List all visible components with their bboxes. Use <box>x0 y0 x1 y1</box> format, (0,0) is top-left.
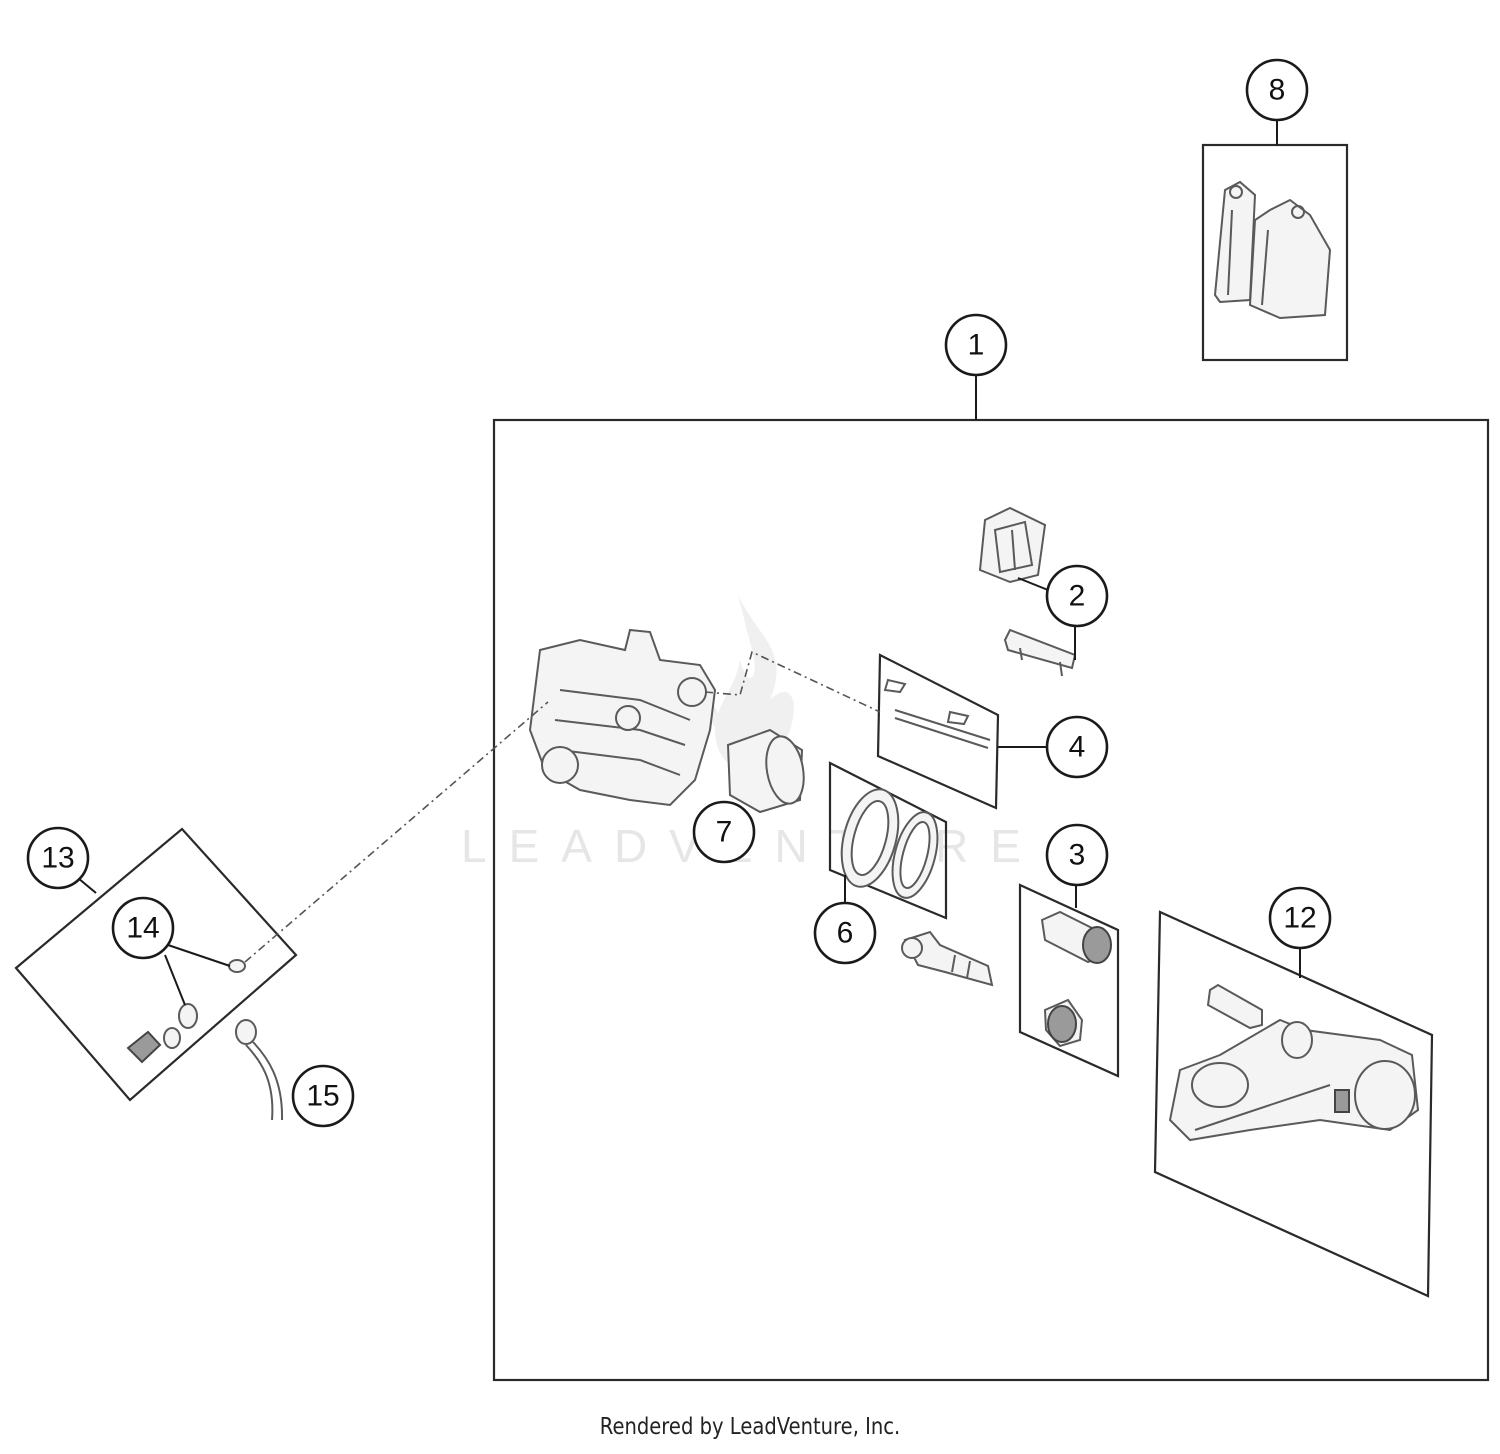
svg-text:12: 12 <box>1283 902 1316 935</box>
callout-3: 3 <box>1045 823 1109 887</box>
leader-13 <box>77 877 97 894</box>
callout-15: 15 <box>291 1064 355 1128</box>
bleeder-valve-icon <box>126 959 246 1064</box>
seal-ring-icon <box>840 788 939 899</box>
pin-axis-line <box>704 650 881 713</box>
svg-text:6: 6 <box>837 917 854 950</box>
bleeder-kit-frame-13 <box>14 827 298 1102</box>
brake-hose-icon <box>235 1019 284 1121</box>
callout-1: 1 <box>944 313 1008 377</box>
leader-2a <box>1017 577 1049 591</box>
piston-icon <box>726 728 805 814</box>
svg-text:2: 2 <box>1069 580 1086 613</box>
callout-8: 8 <box>1245 58 1309 122</box>
kit-frame-1 <box>492 418 1490 1382</box>
callout-12: 12 <box>1268 886 1332 950</box>
guide-bushing-icon <box>1040 910 1112 1048</box>
seal-kit-frame-6 <box>828 761 948 920</box>
caliper-support-icon <box>1168 983 1420 1142</box>
pin-set-icon <box>883 678 991 749</box>
footer-credit: Rendered by LeadVenture, Inc. <box>599 1414 901 1440</box>
brake-pad-frame-8 <box>1201 143 1349 362</box>
bushing-frame-3 <box>1018 883 1120 1078</box>
pad-pin-icon <box>1003 628 1077 677</box>
callout-14: 14 <box>111 896 175 960</box>
guide-bolt-icon <box>901 930 994 987</box>
pin-set-frame-4 <box>876 653 1000 810</box>
svg-text:14: 14 <box>126 912 159 945</box>
callout-2: 2 <box>1045 564 1109 628</box>
pad-spring-icon <box>978 506 1047 584</box>
svg-text:13: 13 <box>41 842 74 875</box>
callout-13: 13 <box>26 826 90 890</box>
leader-14b <box>164 954 186 1006</box>
svg-text:15: 15 <box>306 1080 339 1113</box>
callout-4: 4 <box>1045 715 1109 779</box>
callout-7: 7 <box>692 800 756 864</box>
svg-text:4: 4 <box>1069 731 1086 764</box>
brake-pad-set-icon <box>1213 180 1332 320</box>
bleeder-axis-line <box>244 701 549 963</box>
leader-14a <box>167 944 231 967</box>
svg-text:8: 8 <box>1269 74 1286 107</box>
svg-text:7: 7 <box>716 816 733 849</box>
brake-caliper-icon <box>528 628 717 807</box>
support-frame-12 <box>1153 910 1434 1298</box>
callout-6: 6 <box>813 901 877 965</box>
svg-text:1: 1 <box>968 329 985 362</box>
svg-text:3: 3 <box>1069 839 1086 872</box>
